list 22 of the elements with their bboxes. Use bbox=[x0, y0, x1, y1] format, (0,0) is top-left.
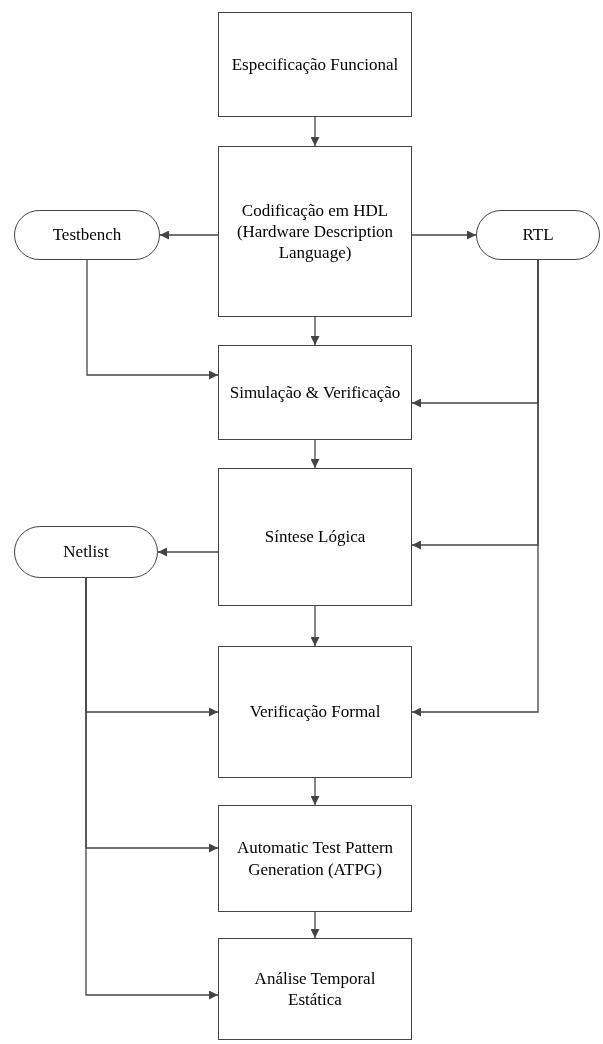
terminal-shape: Netlist bbox=[14, 526, 158, 578]
arrow bbox=[310, 777, 320, 806]
arrow bbox=[310, 439, 320, 469]
arrow bbox=[310, 316, 320, 346]
terminal-shape: Testbench bbox=[14, 210, 160, 260]
terminal-shape: RTL bbox=[476, 210, 600, 260]
process-box: Automatic Test Pattern Generation (ATPG) bbox=[218, 805, 412, 912]
arrow bbox=[310, 605, 320, 647]
arrow bbox=[310, 116, 320, 147]
process-box: Verificação Formal bbox=[218, 646, 412, 778]
arrow bbox=[411, 259, 539, 717]
arrow bbox=[411, 230, 477, 240]
arrow bbox=[159, 230, 219, 240]
process-box: Especificação Funcional bbox=[218, 12, 412, 117]
process-box: Análise Temporal Estática bbox=[218, 938, 412, 1040]
process-box: Codificação em HDL (Hardware Description Language) bbox=[218, 146, 412, 317]
process-box: Simulação & Verificação bbox=[218, 345, 412, 440]
arrow bbox=[157, 547, 219, 557]
arrow bbox=[310, 911, 320, 939]
arrow bbox=[86, 259, 219, 380]
arrow bbox=[85, 577, 219, 1000]
process-box: Síntese Lógica bbox=[218, 468, 412, 606]
